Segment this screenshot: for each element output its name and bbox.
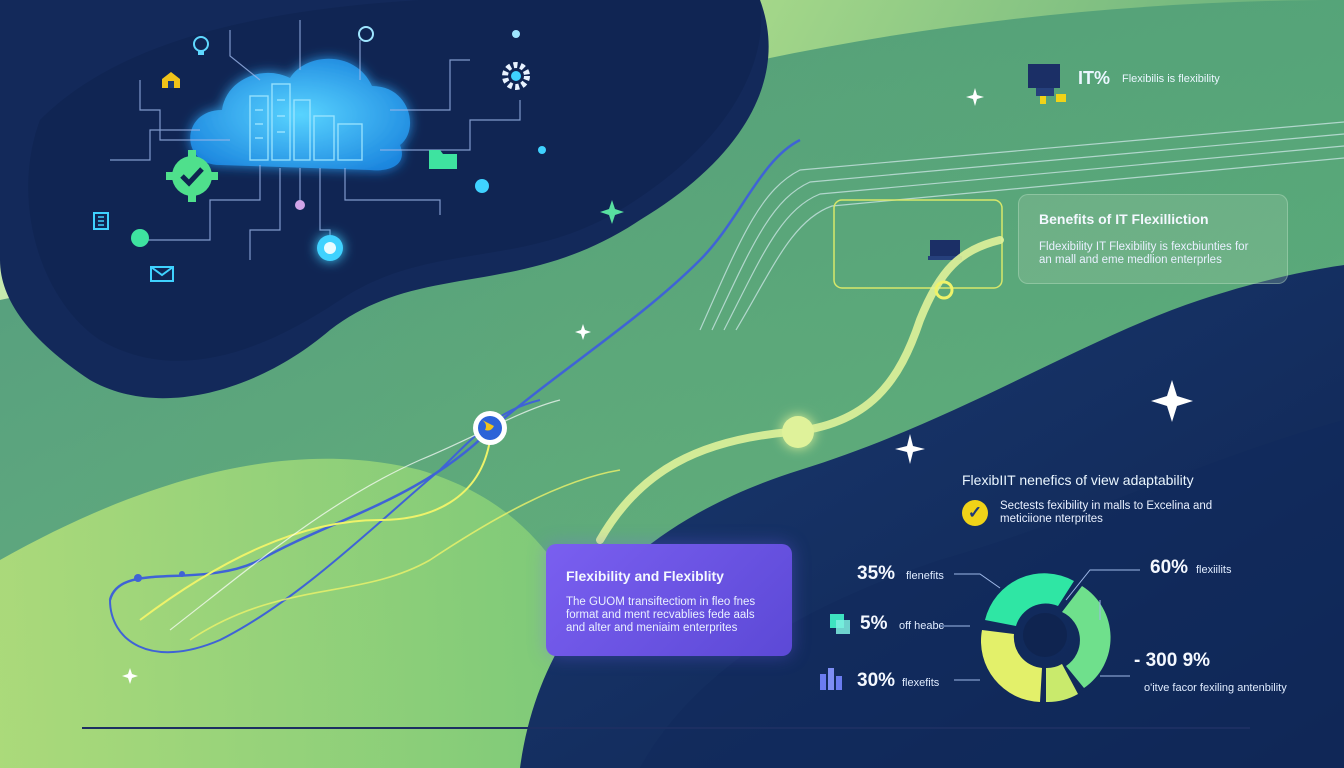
donut-segment-30 [980, 630, 1042, 702]
stat-value-60: 60% [1150, 557, 1189, 578]
donut-chart [980, 573, 1111, 703]
stat-label-60: flexiilits [1196, 564, 1232, 576]
stat-value-300: - 300 9% [1134, 650, 1211, 671]
benefits-card-body: Fldexibility IT Flexibility is fexcbiunt… [1039, 241, 1249, 266]
cube-icon [830, 614, 850, 634]
benefits-card: Benefits of IT Flexilliction Fldexibilit… [1018, 194, 1288, 284]
adaptability-title: FlexibIIT nenefics of view adaptability [962, 472, 1194, 488]
monitor-icon [1028, 64, 1066, 104]
callout-lines-right [1065, 569, 1140, 677]
stat-value-30: 30% [857, 670, 896, 691]
benefits-card-title: Benefits of IT Flexilliction [1039, 211, 1209, 227]
donut-segment-35 [985, 573, 1074, 626]
flexibility-card-body: The GUOM transiftectiom in fleo fnes for… [566, 596, 756, 634]
header-label: Flexibilis is flexibility [1122, 73, 1220, 85]
check-badge-icon [166, 150, 218, 202]
building-icon [93, 212, 109, 230]
stat-value-5: 5% [860, 613, 888, 634]
check-icon: ✓ [962, 500, 988, 526]
donut-segment-300 [1046, 664, 1078, 703]
mail-icon [150, 266, 174, 282]
header-stat: IT% [1078, 68, 1111, 88]
folder-icon [429, 150, 457, 169]
footer-divider [82, 727, 1250, 729]
house-icon [162, 72, 180, 88]
gear-icon [502, 62, 530, 90]
stat-label-300: o'itve facor fexiling antenbility [1144, 682, 1287, 694]
flexibility-card-title: Flexibility and Flexiblity [566, 568, 724, 584]
stat-value-35: 35% [857, 563, 896, 584]
lightbulb-icon [193, 36, 209, 55]
bar-chart-icon [820, 668, 842, 690]
flexibility-card: Flexibility and Flexiblity The GUOM tran… [546, 544, 792, 656]
stat-label-35: flenefits [906, 570, 944, 582]
adaptability-body: Sectests fexibility in malls to Excelina… [1000, 500, 1213, 525]
stat-label-30: flexefits [902, 677, 940, 689]
callout-lines [940, 573, 1101, 681]
donut-segment-60 [1062, 586, 1111, 688]
stat-label-5: off heabc [899, 620, 945, 632]
